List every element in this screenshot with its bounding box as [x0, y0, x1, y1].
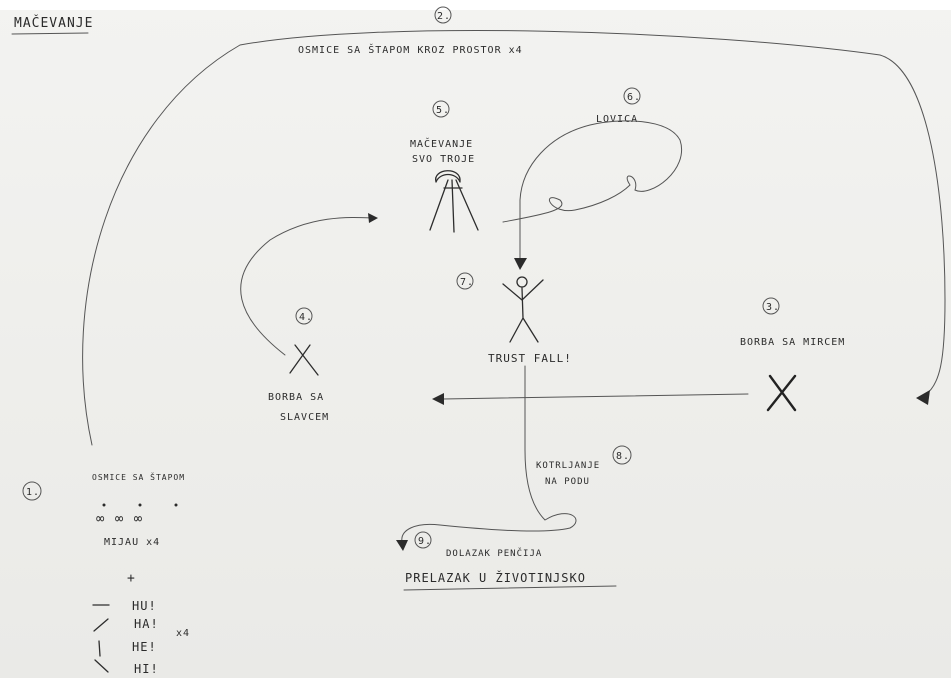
svg-text:5.: 5.: [436, 105, 450, 116]
svg-text:7.: 7.: [460, 277, 474, 288]
station-9-line2: PRELAZAK U ŽIVOTINJSKO: [405, 570, 586, 585]
svg-text:6.: 6.: [627, 92, 641, 103]
page-title: MAČEVANJE: [14, 15, 93, 31]
svg-text:3.: 3.: [766, 302, 780, 313]
infinity-dots: [102, 503, 178, 507]
call-he: HE!: [132, 640, 157, 654]
top-route-label: OSMICE SA ŠTAPOM KROZ PROSTOR x4: [298, 43, 523, 56]
stroke-vertical-icon: [98, 640, 101, 657]
route-7-to-9: [401, 365, 577, 543]
svg-text:1.: 1.: [26, 487, 40, 498]
route-3-to-4: [442, 393, 749, 400]
station-1-meow: MIJAU x4: [104, 537, 160, 548]
step-8-marker: 8.: [612, 445, 632, 465]
top-route-path: [82, 30, 946, 446]
arrowhead-to-5: [368, 213, 378, 223]
step-5-marker: 5.: [432, 100, 450, 118]
step-6-marker: 6.: [623, 87, 641, 105]
step-1-marker: 1.: [22, 481, 42, 501]
step-2-marker: 2.: [434, 6, 452, 24]
step-9-marker: 9.: [414, 531, 432, 549]
svg-text:8.: 8.: [616, 451, 630, 462]
call-hu: HU!: [132, 599, 157, 613]
station-7-label: TRUST FALL!: [488, 352, 572, 365]
station-8-line2: NA PODU: [545, 477, 590, 487]
station-5-line2: SVO TROJE: [412, 154, 475, 165]
station-8-line1: KOTRLJANJE: [536, 461, 600, 471]
crossed-swords-4-icon: [289, 344, 319, 376]
title-underline: [11, 32, 89, 35]
step-4-marker: 4.: [295, 307, 313, 325]
arrowhead-to-7: [514, 258, 527, 270]
stroke-diagonal-up-icon: [93, 618, 109, 632]
station-3-label: BORBA SA MIRCEM: [740, 337, 845, 348]
station-9-underline: [403, 585, 617, 591]
svg-text:9.: 9.: [418, 536, 432, 547]
arrowhead-to-9: [396, 540, 408, 551]
station-5-line1: MAČEVANJE: [410, 137, 473, 150]
station-9-line1: DOLAZAK PENČIJA: [446, 547, 542, 559]
arrowhead-to-4: [432, 393, 444, 405]
paper-edge: [0, 0, 951, 10]
station-1-heading: OSMICE SA ŠTAPOM: [92, 471, 185, 482]
route-4-to-5: [240, 217, 373, 356]
right-arrowhead: [916, 390, 930, 405]
lovica-chase-path: [502, 120, 683, 263]
svg-text:2.: 2.: [437, 11, 451, 22]
step-7-marker: 7.: [456, 272, 474, 290]
station-4-line1: BORBA SA: [268, 392, 324, 403]
call-ha: HA!: [134, 617, 159, 631]
infinity-symbols: ∞ ∞ ∞: [96, 511, 143, 527]
svg-text:4.: 4.: [299, 312, 313, 323]
station-4-line2: SLAVCEM: [280, 412, 329, 423]
step-3-marker: 3.: [762, 297, 780, 315]
calls-repeat: x4: [176, 628, 190, 639]
three-fencers-figure: [429, 170, 479, 233]
call-hi: HI!: [134, 662, 159, 676]
crossed-swords-3-icon: [766, 374, 797, 412]
station-6-label: LOVICA: [596, 114, 638, 125]
plus-sign: +: [127, 571, 136, 586]
stroke-diagonal-down-icon: [94, 659, 109, 673]
trust-fall-figure: [502, 276, 544, 343]
